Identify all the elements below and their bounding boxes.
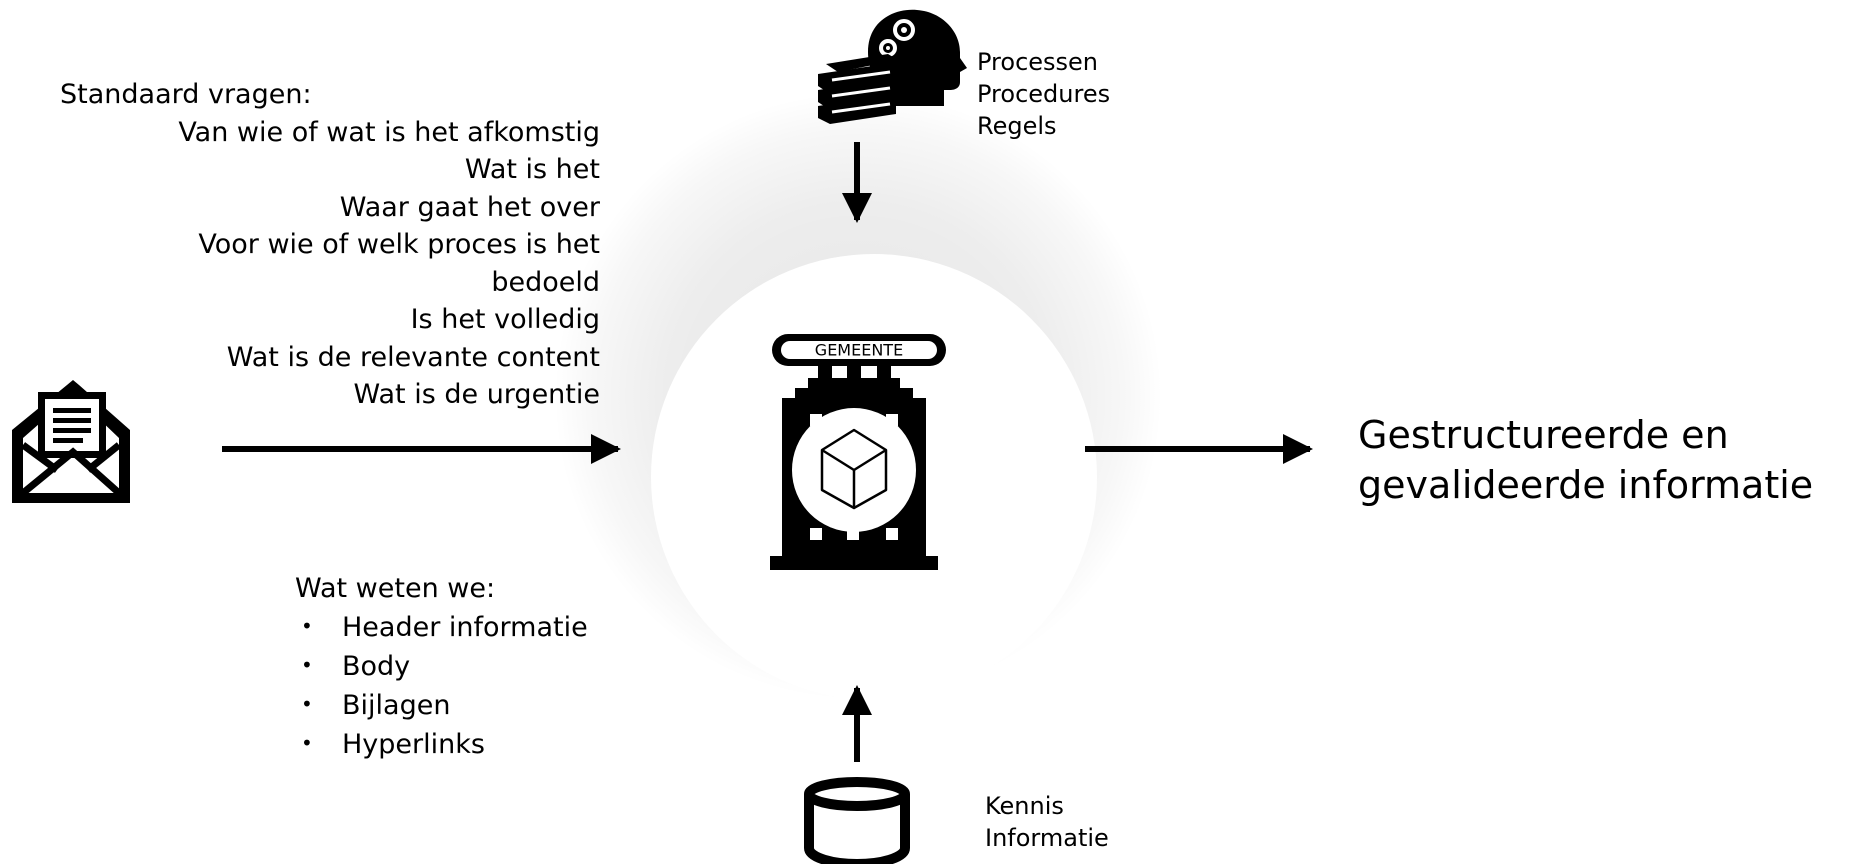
processes-line: Processen [977, 48, 1099, 76]
database-cylinder-icon [804, 777, 910, 864]
known-info-title: Wat weten we: [295, 573, 496, 604]
head-gears-books-icon [818, 9, 967, 124]
question-item: Van wie of wat is het afkomstig [178, 116, 600, 148]
output-line: gevalideerde informatie [1358, 463, 1814, 507]
rules-line: Regels [977, 112, 1057, 140]
information-line: Informatie [985, 824, 1109, 852]
question-item: Wat is het [464, 154, 600, 185]
output-label: Gestructureerde en gevalideerde informat… [1358, 410, 1813, 510]
question-item: bedoeld [491, 266, 600, 298]
knowledge-label: Kennis Informatie [985, 790, 1109, 854]
output-line: Gestructureerde en [1358, 413, 1729, 457]
known-info-item: Bijlagen [295, 685, 588, 725]
procedures-line: Procedures [977, 80, 1111, 108]
question-item: Wat is de urgentie [353, 379, 600, 410]
known-info-item: Header informatie [295, 607, 588, 647]
question-item: Voor wie of welk proces is het [198, 229, 600, 260]
envelope-document-icon [12, 380, 130, 503]
question-item: Is het volledig [410, 304, 600, 335]
standard-questions-block: Standaard vragen: Van wie of wat is het … [60, 76, 600, 414]
known-info-block: Wat weten we: Header informatie Body Bij… [295, 569, 588, 764]
standard-questions-title: Standaard vragen: [60, 79, 312, 110]
known-info-item: Hyperlinks [295, 724, 588, 764]
question-item: Waar gaat het over [339, 191, 600, 223]
known-info-item: Body [295, 646, 588, 686]
municipality-building-icon [770, 334, 946, 570]
processes-label: Processen Procedures Regels [977, 46, 1110, 142]
known-info-list: Header informatie Body Bijlagen Hyperlin… [295, 607, 588, 764]
knowledge-line: Kennis [985, 792, 1064, 820]
building-sign-label: GEMEENTE [815, 341, 903, 360]
question-item: Wat is de relevante content [226, 341, 600, 373]
